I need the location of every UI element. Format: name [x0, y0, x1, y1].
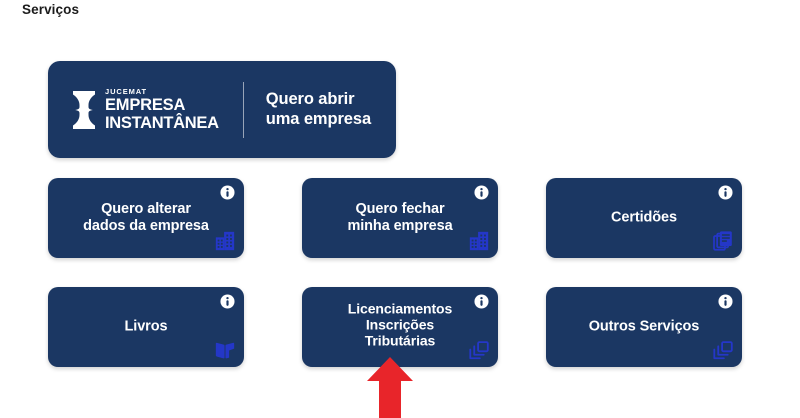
logo-wordmark-jucemat: JUCEMAT [105, 86, 147, 96]
banner-cta-line2: uma empresa [265, 109, 372, 128]
info-icon[interactable] [220, 294, 235, 309]
documents-icon [713, 231, 732, 251]
building-icon [215, 231, 235, 251]
service-card-label: Livros [124, 318, 168, 335]
banner-divider [242, 81, 244, 138]
service-card-label: Certidões [611, 209, 677, 226]
layers-icon [713, 341, 733, 360]
book-icon [215, 342, 235, 359]
building-icon [469, 231, 489, 251]
info-icon[interactable] [718, 294, 733, 309]
logo-wordmark-empresa: EMPRESA [105, 96, 186, 115]
service-card-label: Quero fechar minha empresa [347, 201, 453, 234]
service-card-outros-servicos[interactable]: Outros Serviços [546, 287, 742, 367]
service-card-label: Quero alterar dados da empresa [83, 201, 209, 234]
service-card-certidoes[interactable]: Certidões [546, 178, 742, 258]
service-card-quero-alterar-dados-da-empresa[interactable]: Quero alterar dados da empresa [48, 178, 244, 258]
service-card-livros[interactable]: Livros [48, 287, 244, 367]
service-card-label: Licenciamentos Inscrições Tributárias [347, 300, 453, 349]
info-icon[interactable] [474, 294, 489, 309]
service-card-label: Outros Serviços [588, 318, 700, 335]
info-icon[interactable] [718, 185, 733, 200]
jucemat-hourglass-icon [73, 90, 95, 129]
service-card-licenciamentos-inscricoes-tributarias[interactable]: Licenciamentos Inscrições Tributárias [302, 287, 498, 367]
info-icon[interactable] [220, 185, 235, 200]
jucemat-logo: JUCEMAT EMPRESA INSTANTÂNEA [48, 88, 219, 132]
service-card-quero-fechar-minha-empresa[interactable]: Quero fechar minha empresa [302, 178, 498, 258]
red-up-arrow-pointer [367, 357, 413, 418]
page-title: Serviços [22, 2, 80, 17]
logo-wordmark-instantanea: INSTANTÂNEA [105, 113, 219, 132]
layers-icon [469, 341, 489, 360]
banner-cta-line1: Quero abrir [265, 90, 355, 109]
info-icon[interactable] [474, 185, 489, 200]
